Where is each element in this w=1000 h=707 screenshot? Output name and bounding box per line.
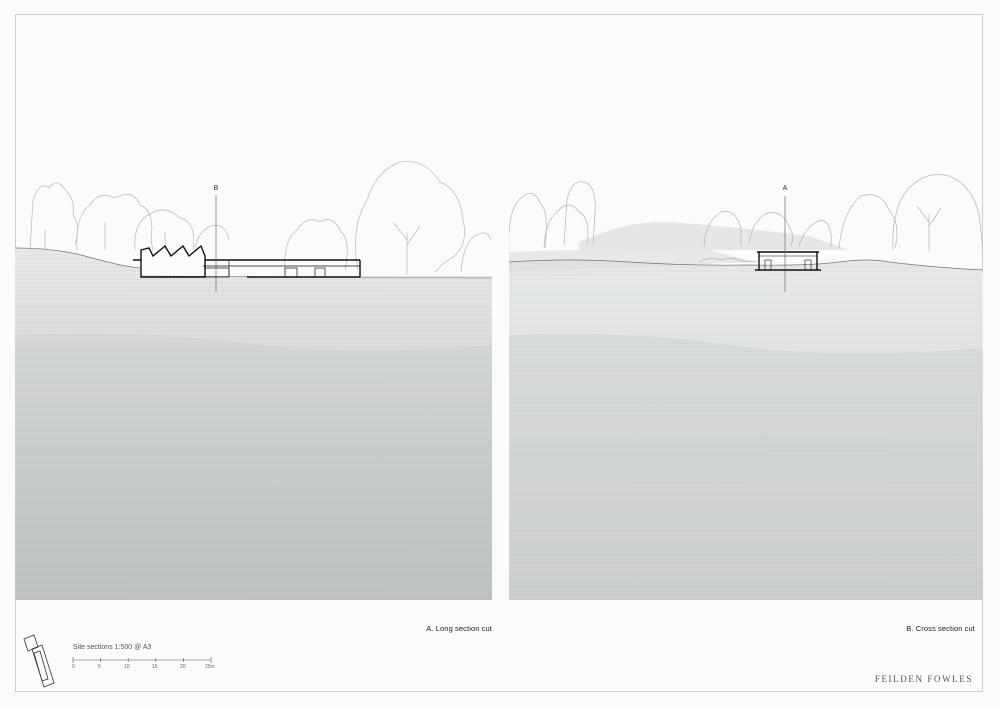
ground-strata bbox=[15, 333, 492, 600]
brand-logo: FEILDEN FOWLES bbox=[874, 674, 973, 684]
tree-outlines bbox=[509, 174, 983, 252]
scale-tick-label: 5 bbox=[98, 664, 101, 670]
scale-tick-label: 0 bbox=[72, 664, 75, 670]
caption-cross-section: B. Cross section cut bbox=[906, 624, 975, 633]
stone-wall bbox=[698, 258, 758, 263]
scale-title: Site sections 1:500 @ A3 bbox=[73, 644, 152, 651]
long-section-panel: B bbox=[15, 0, 492, 600]
section-marker-a: A bbox=[783, 185, 788, 192]
cross-section-drawing: A bbox=[509, 174, 983, 600]
section-marker-b: B bbox=[214, 185, 219, 192]
building-section bbox=[755, 251, 821, 271]
scale-tick-label: 25m bbox=[205, 664, 215, 670]
scale-tick-label: 15 bbox=[152, 664, 158, 670]
ground-strata bbox=[509, 333, 983, 600]
distant-hill bbox=[579, 221, 849, 250]
long-section-drawing: B bbox=[15, 161, 492, 600]
caption-long-section: A. Long section cut bbox=[426, 624, 492, 633]
site-key-plan bbox=[23, 634, 55, 688]
scale-tick-label: 10 bbox=[124, 664, 130, 670]
building-section bbox=[133, 244, 361, 278]
cross-section-panel: A bbox=[509, 0, 983, 600]
scale-tick-label: 20 bbox=[180, 664, 186, 670]
tree-outlines bbox=[29, 161, 492, 275]
scale-bar bbox=[72, 657, 212, 663]
